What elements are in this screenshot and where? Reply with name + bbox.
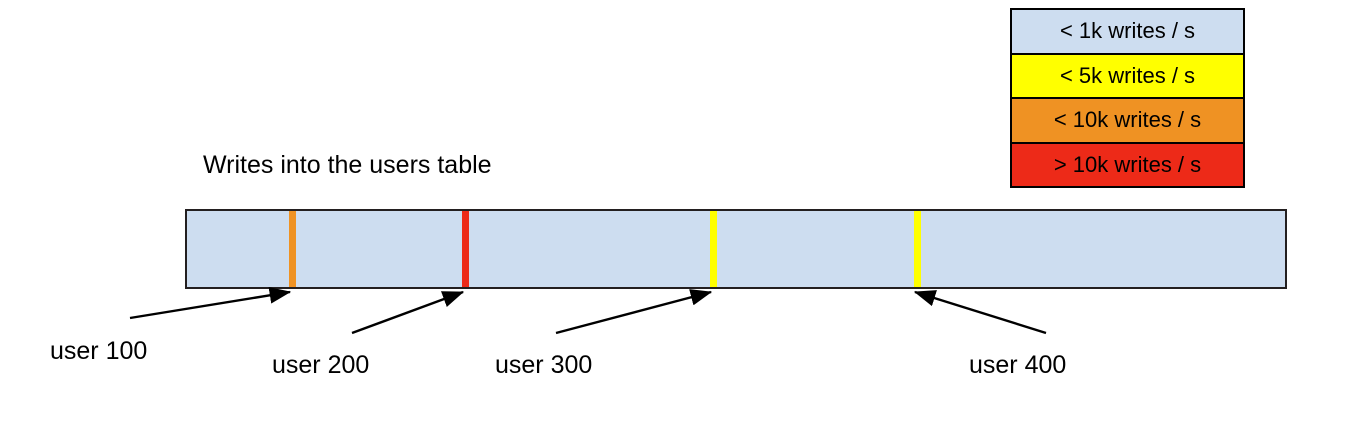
marker-user-100 <box>289 211 296 287</box>
callout-label-user-200: user 200 <box>272 351 370 379</box>
legend-row-under-5k: < 5k writes / s <box>1012 54 1243 99</box>
callout-line-user-100 <box>129 286 292 320</box>
legend-label-over-10k: > 10k writes / s <box>1053 151 1202 177</box>
legend-label-under-10k: < 10k writes / s <box>1053 107 1202 133</box>
legend-label-under-5k: < 5k writes / s <box>1059 62 1196 88</box>
callout-line-user-300 <box>555 289 713 335</box>
callout-line-user-200 <box>351 290 465 335</box>
legend-row-under-1k: < 1k writes / s <box>1012 10 1243 55</box>
legend-row-under-10k: < 10k writes / s <box>1012 99 1243 144</box>
callout-label-user-100: user 100 <box>50 337 148 365</box>
legend-row-over-10k: > 10k writes / s <box>1012 143 1243 186</box>
users-table-bar <box>185 209 1287 289</box>
marker-user-300 <box>710 211 717 287</box>
callout-line-user-400 <box>913 290 1047 335</box>
chart-title: Writes into the users table <box>203 151 492 179</box>
legend: < 1k writes / s < 5k writes / s < 10k wr… <box>1010 8 1245 188</box>
marker-user-400 <box>914 211 921 287</box>
legend-label-under-1k: < 1k writes / s <box>1059 18 1196 44</box>
callout-label-user-300: user 300 <box>495 351 593 379</box>
marker-user-200 <box>462 211 469 287</box>
callout-label-user-400: user 400 <box>969 351 1067 379</box>
